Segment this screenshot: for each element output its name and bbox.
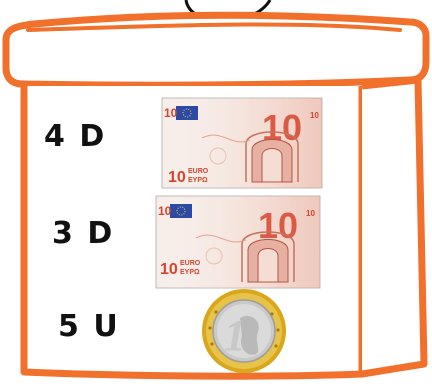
banknote-value-top-left: 10 [158, 204, 172, 218]
banknote-value-bottom: 10 [160, 261, 178, 278]
banknote-value-bottom: 10 [168, 169, 186, 186]
row-label-tens-top: 4 D [44, 119, 106, 154]
euro-coin-1: 1 [202, 289, 286, 373]
banknote-currency: EURO [188, 168, 209, 175]
coin-value: 1 [224, 311, 246, 360]
row-label-tens-middle: 3 D [52, 216, 114, 251]
box-side [362, 80, 424, 374]
banknote-currency: EURO [180, 260, 201, 267]
banknote-10-euro-middle: 10 10 10 EURO ΕΥΡΩ 10 [156, 196, 320, 288]
banknote-value-top-left: 10 [164, 106, 178, 120]
banknote-currency-greek: ΕΥΡΩ [180, 269, 200, 276]
row-label-units: 5 U [58, 309, 120, 344]
banknote-10-euro-top: 10 10 10 EURO ΕΥΡΩ 10 [162, 98, 322, 188]
banknote-value-right: 10 [310, 111, 319, 120]
banknote-currency-greek: ΕΥΡΩ [188, 177, 208, 184]
banknote-value-right: 10 [306, 209, 315, 218]
